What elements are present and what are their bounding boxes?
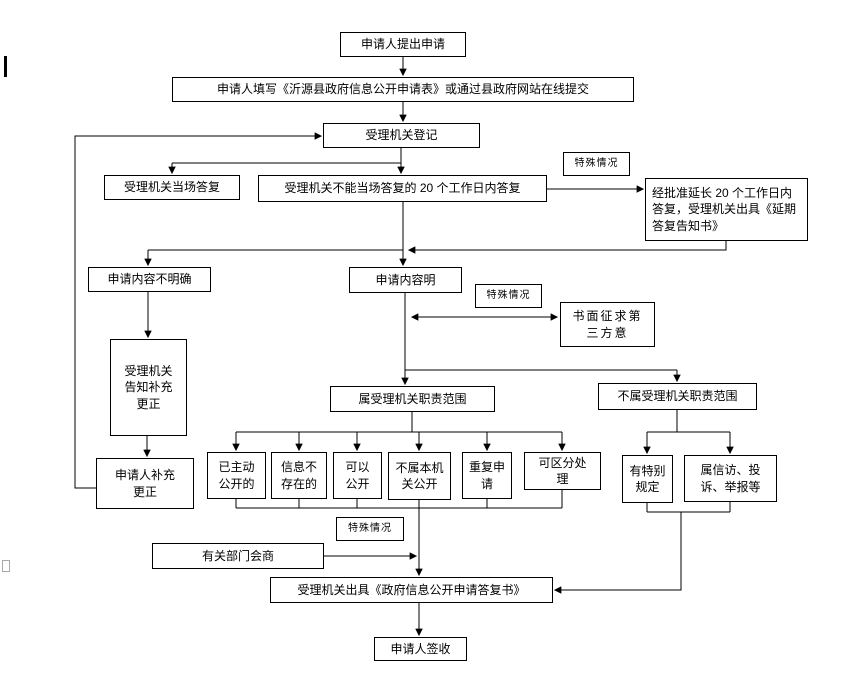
node-not-this-authority: 不属本机关公开 bbox=[388, 452, 451, 500]
node-fill-application-form: 申请人填写《沂源县政府信息公开申请表》或通过县政府网站在线提交 bbox=[172, 77, 634, 102]
node-repeat-request: 重复申请 bbox=[462, 452, 512, 499]
node-dept-consultation: 有关部门会商 bbox=[152, 543, 324, 569]
node-applicant-supplement: 申请人补充更正 bbox=[96, 458, 194, 509]
node-sign-receipt: 申请人签收 bbox=[374, 637, 467, 661]
node-content-unclear: 申请内容不明确 bbox=[88, 267, 211, 292]
node-info-not-exist: 信息不存在的 bbox=[271, 452, 327, 499]
node-reply-within-20-days: 受理机关不能当场答复的 20 个工作日内答复 bbox=[258, 175, 547, 202]
node-special-provisions: 有特别规定 bbox=[622, 455, 673, 503]
node-extension-notice: 经批准延长 20 个工作日内答复，受理机关出具《延期答复告知书》 bbox=[645, 178, 808, 241]
node-can-disclose: 可以公开 bbox=[333, 452, 382, 499]
node-reply-document: 受理机关出具《政府信息公开申请答复书》 bbox=[270, 577, 553, 603]
node-submit-application: 申请人提出申请 bbox=[340, 32, 466, 57]
scan-artifact-bottom bbox=[2, 560, 10, 572]
node-special-case-2: 特殊情况 bbox=[475, 284, 542, 308]
node-onsite-reply: 受理机关当场答复 bbox=[104, 175, 240, 200]
node-authority-register: 受理机关登记 bbox=[323, 123, 480, 148]
node-already-public: 已主动公开的 bbox=[207, 452, 266, 499]
connector-lines bbox=[74, 57, 734, 637]
node-content-clear: 申请内容明 bbox=[349, 267, 462, 293]
node-special-case-1: 特殊情况 bbox=[563, 152, 630, 176]
scan-artifact-top bbox=[4, 56, 7, 77]
node-third-party-consult: 书面征求第三方意 bbox=[560, 302, 655, 347]
node-special-case-3: 特殊情况 bbox=[336, 517, 404, 541]
node-separable-handling: 可区分处理 bbox=[524, 452, 601, 490]
node-notify-supplement: 受理机关告知补充更正 bbox=[110, 339, 187, 436]
node-within-scope: 属受理机关职责范围 bbox=[330, 386, 495, 412]
node-petition-complaint: 属信访、投诉、举报等 bbox=[684, 455, 777, 502]
node-out-of-scope: 不属受理机关职责范围 bbox=[598, 383, 757, 410]
